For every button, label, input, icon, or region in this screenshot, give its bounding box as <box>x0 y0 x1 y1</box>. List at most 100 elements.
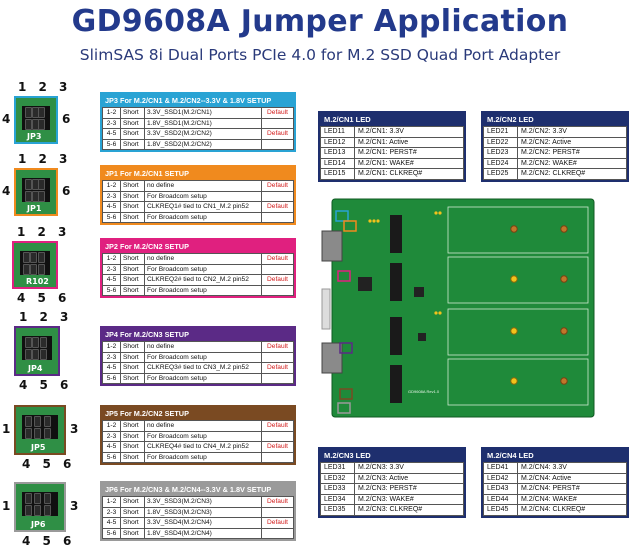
state-cell: Short <box>120 351 145 363</box>
pins-cell: 5-6 <box>102 211 121 223</box>
state-cell: Short <box>120 190 145 202</box>
state-cell: Short <box>120 441 145 453</box>
pin <box>43 493 51 504</box>
pin <box>31 191 39 202</box>
pins-cell: 1-2 <box>102 107 121 119</box>
pins-cell: 4-5 <box>102 517 121 529</box>
description-cell: For Broadcom setup <box>144 190 262 202</box>
led-description-cell: M.2/CN3: 3.3V <box>354 462 464 474</box>
page-title: GD9608A Jumper Application <box>71 4 569 39</box>
pins-cell: 2-3 <box>102 117 121 129</box>
pin <box>34 505 42 516</box>
led-description-cell: M.2/CN3: CLKREQ# <box>354 504 464 516</box>
jp1-pin-numbers-top: 1 2 3 <box>18 152 72 166</box>
pin <box>25 505 32 516</box>
state-cell: Short <box>120 527 145 539</box>
led-description-cell: M.2/CN4: WAKE# <box>517 493 627 505</box>
pins-cell: 5-6 <box>102 138 121 150</box>
state-cell: Short <box>120 107 145 119</box>
default-cell <box>261 138 294 150</box>
jp4-silk-label: JP4 <box>28 364 43 373</box>
pin <box>34 428 42 439</box>
description-cell: 3.3V_SSD3(M.2/CN3) <box>144 496 262 508</box>
led-id-cell: LED33 <box>320 483 355 495</box>
jp3-pin-number-right: 6 <box>62 112 71 126</box>
jp6-setup-table: JP6 For M.2/CN3 & M.2/CN4--3.3V & 1.8V S… <box>100 481 296 541</box>
pin <box>32 337 40 348</box>
pin <box>34 416 42 427</box>
pins-cell: 4-5 <box>102 274 121 286</box>
led-id-cell: LED12 <box>320 136 355 148</box>
led-id-cell: LED32 <box>320 472 355 484</box>
default-cell <box>261 506 294 518</box>
led-description-cell: M.2/CN3: Active <box>354 472 464 484</box>
led-id-cell: LED41 <box>483 462 518 474</box>
default-cell: Default <box>261 274 294 286</box>
pins-cell: 1-2 <box>102 253 121 265</box>
led-description-cell: M.2/CN4: Active <box>517 472 627 484</box>
pcb-chips <box>358 277 426 341</box>
pin <box>25 337 32 348</box>
state-cell: Short <box>120 362 145 374</box>
jp3-table-title: JP3 For M.2/CN1 & M.2/CN2--3.3V & 1.8V S… <box>102 94 294 107</box>
state-cell: Short <box>120 180 145 192</box>
jumper-markers <box>335 210 357 414</box>
led-id-cell: LED31 <box>320 462 355 474</box>
pin <box>31 107 39 118</box>
default-cell: Default <box>261 201 294 213</box>
jp5-pin-number-right: 3 <box>70 422 79 436</box>
cn4-led-table-title: M.2/CN4 LED <box>483 449 627 462</box>
state-cell: Short <box>120 496 145 508</box>
slimsas-ports <box>321 230 343 374</box>
state-cell: Short <box>120 284 145 296</box>
description-cell: 1.8V_SSD2(M.2/CN2) <box>144 138 262 150</box>
default-cell <box>261 117 294 129</box>
pin <box>43 428 51 439</box>
pins-cell: 5-6 <box>102 372 121 384</box>
state-cell: Short <box>120 451 145 463</box>
description-cell: CLKREQ2# tied to CN2_M.2 pin52 <box>144 274 262 286</box>
pins-cell: 4-5 <box>102 441 121 453</box>
pins-cell: 1-2 <box>102 180 121 192</box>
led-description-cell: M.2/CN3: WAKE# <box>354 493 464 505</box>
jp6-silk-label: JP6 <box>31 520 46 529</box>
pin <box>38 179 46 190</box>
pins-cell: 5-6 <box>102 284 121 296</box>
led-description-cell: M.2/CN4: 3.3V <box>517 462 627 474</box>
state-cell: Short <box>120 341 145 353</box>
description-cell: For Broadcom setup <box>144 211 262 223</box>
jp4-table-title: JP4 For M.2/CN3 SETUP <box>102 328 294 341</box>
led-description-cell: M.2/CN1: WAKE# <box>354 157 464 169</box>
jp1-table-title: JP1 For M.2/CN1 SETUP <box>102 167 294 180</box>
pin <box>25 428 32 439</box>
led-description-cell: M.2/CN2: 3.3V <box>517 126 627 138</box>
led-description-cell: M.2/CN1: Active <box>354 136 464 148</box>
jp6-pin-number-right: 3 <box>70 499 79 513</box>
led-id-cell: LED42 <box>483 472 518 484</box>
